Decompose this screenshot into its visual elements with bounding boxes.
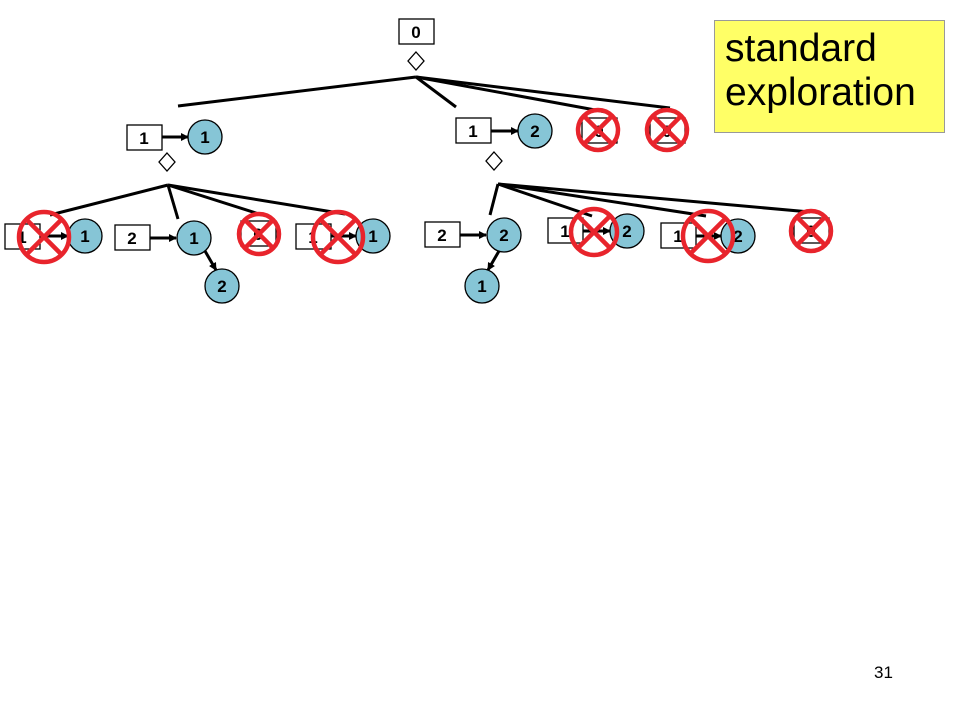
left-child-2-box-label: 2: [127, 229, 136, 248]
right-branch-box: 1: [455, 117, 492, 144]
left-branch-box: 1: [126, 124, 163, 151]
crossed-circle-icon: [310, 209, 366, 265]
standard-exploration-callout: standard exploration: [714, 20, 945, 133]
arrow-right-down: [486, 250, 501, 271]
edge-root-pruned-2: [415, 75, 671, 110]
crossed-circle-icon: [575, 107, 621, 153]
left-child-1-box-label: 1: [17, 228, 26, 247]
diamond-icon: [407, 51, 425, 71]
left-child-2-node: 1: [176, 220, 212, 256]
crossed-circle-icon: [788, 208, 834, 254]
edge-left-child-3: [167, 183, 260, 216]
left-child-1-node-label: 1: [80, 227, 89, 246]
left-grandchild-node-label: 2: [217, 277, 226, 296]
callout-line-2: exploration: [725, 71, 916, 114]
edge-root-right: [415, 75, 457, 109]
crossed-circle-icon: [16, 209, 72, 265]
right-child-3-box: 1: [660, 222, 697, 249]
right-child-2-box: 1: [547, 217, 584, 244]
diamond-icon: [485, 151, 503, 171]
edge-right-child-2: [497, 182, 593, 218]
tree-edges: [49, 75, 811, 220]
right-branch-node-label: 2: [530, 122, 539, 141]
edge-root-left: [177, 75, 417, 108]
edge-right-child-3: [497, 182, 707, 218]
left-child-2-node-label: 1: [189, 229, 198, 248]
right-child-1-box: 2: [424, 221, 461, 248]
right-child-2-node: 2: [609, 213, 645, 249]
edge-right-child-1: [488, 183, 500, 216]
right-child-1-box-label: 2: [437, 226, 446, 245]
left-child-1-node: 1: [67, 218, 103, 254]
left-grandchild-node: 2: [204, 268, 240, 304]
prune-marks: [16, 107, 834, 265]
left-child-4-node-label: 1: [368, 227, 377, 246]
left-child-4-node: 1: [355, 218, 391, 254]
edge-left-child-4: [167, 183, 346, 216]
edge-root-pruned-1: [415, 75, 607, 114]
left-branch-box-label: 1: [139, 129, 148, 148]
left-branch-node: 1: [187, 119, 223, 155]
right-child-1-node: 2: [486, 217, 522, 253]
crossed-circle-icon: [680, 208, 736, 264]
right-grandchild-node: 1: [464, 268, 500, 304]
right-child-3-box-label: 1: [673, 227, 682, 246]
circle-nodes: 1 2 1 1 2 1 2 1: [67, 113, 756, 304]
edge-left-child-1: [49, 183, 169, 217]
right-branch-node: 2: [517, 113, 553, 149]
right-child-3-node-label: 2: [733, 227, 742, 246]
crossed-circle-icon: [236, 211, 282, 257]
right-child-3-node: 2: [720, 218, 756, 254]
root-box-label: 0: [411, 23, 420, 42]
crossed-circle-icon: [568, 206, 620, 258]
page-number: 31: [874, 663, 893, 682]
branch-markers: [158, 51, 503, 172]
right-child-1-node-label: 2: [499, 226, 508, 245]
left-child-2-box: 2: [114, 224, 151, 251]
right-child-2-node-label: 2: [622, 222, 631, 241]
diamond-icon: [158, 152, 176, 172]
left-branch-node-label: 1: [200, 128, 209, 147]
right-child-2-box-label: 1: [560, 222, 569, 241]
crossed-circle-icon: [644, 107, 690, 153]
callout-line-1: standard: [725, 27, 877, 70]
root-box: 0: [398, 18, 435, 45]
right-grandchild-node-label: 1: [477, 277, 486, 296]
right-branch-box-label: 1: [468, 122, 477, 141]
edge-left-child-2: [166, 184, 180, 220]
arrow-left-down: [203, 250, 218, 271]
edge-right-child-4: [497, 182, 811, 214]
